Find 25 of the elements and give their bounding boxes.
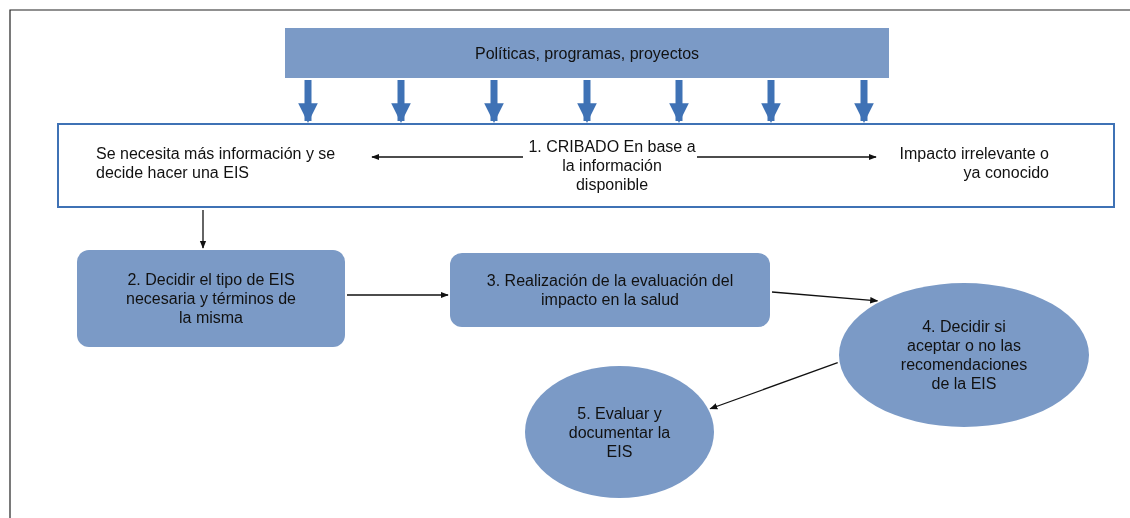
outcome-text: Impacto irrelevante o ya conocido bbox=[898, 144, 1049, 182]
arrow bbox=[696, 153, 877, 161]
arrow bbox=[771, 291, 879, 304]
arrow bbox=[854, 80, 874, 123]
outcome-text: Se necesita más información y se decide hacer una EIS bbox=[96, 144, 337, 182]
arrow bbox=[298, 80, 318, 123]
step-text: 1. CRIBADO En base a la información disponible bbox=[527, 136, 697, 194]
screening-box bbox=[57, 123, 1115, 208]
box-label: 5. Evaluar y documentar la EIS bbox=[567, 403, 672, 461]
arrow bbox=[391, 80, 411, 123]
arrow bbox=[484, 80, 504, 123]
box-label: Políticas, programas, proyectos bbox=[474, 43, 700, 63]
box-label: 4. Decidir si aceptar o no las recomendaciones de la EIS bbox=[899, 317, 1029, 393]
process-box bbox=[285, 28, 889, 78]
box-label: 3. Realización de la evaluación del impacto en la salud bbox=[485, 271, 735, 309]
arrow bbox=[669, 80, 689, 123]
arrow bbox=[577, 80, 597, 123]
arrow bbox=[709, 362, 839, 410]
arrow bbox=[761, 80, 781, 123]
arrow bbox=[371, 153, 524, 161]
process-box bbox=[450, 253, 770, 327]
arrow bbox=[346, 291, 449, 299]
box-label: 2. Decidir el tipo de EIS necesaria y términos de la misma bbox=[125, 270, 297, 327]
process-box bbox=[77, 250, 345, 347]
arrow bbox=[199, 209, 207, 249]
